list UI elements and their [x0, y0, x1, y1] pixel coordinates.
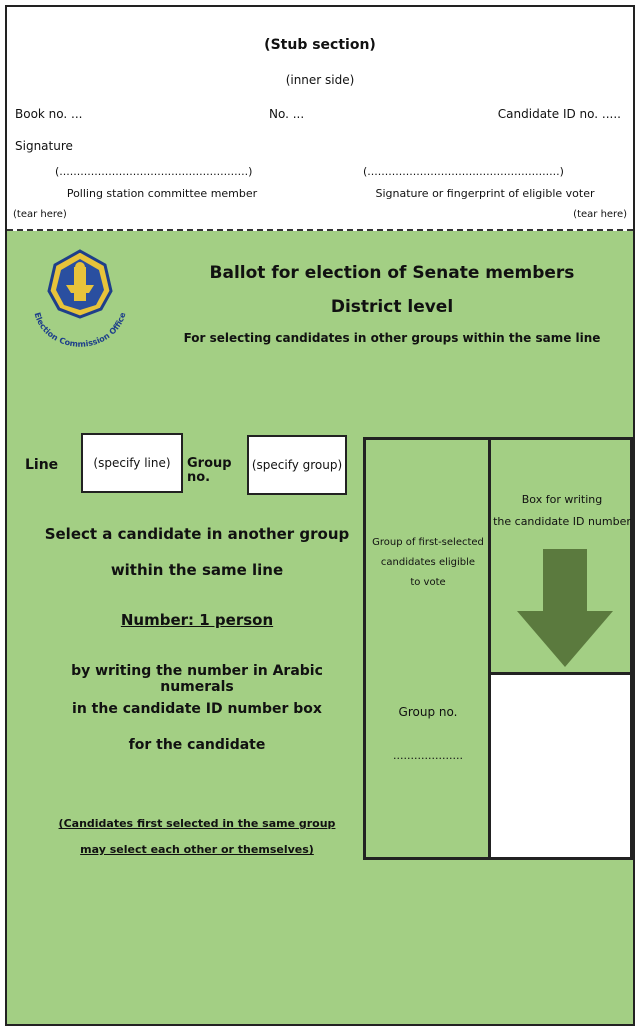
note-line-1: (Candidates first selected in the same g… — [58, 817, 336, 830]
instruction-count: Number: 1 person — [120, 611, 274, 629]
group-placeholder: (specify group) — [251, 458, 343, 472]
middle-group-label: Group no. — [398, 705, 458, 719]
note-line-2: may select each other or themselves) — [80, 843, 314, 856]
ballot-page: (Stub section) (inner side) Book no. ...… — [5, 5, 635, 1026]
line-field[interactable]: (specify line) — [81, 433, 183, 493]
stub-signature-line-right: (.......................................… — [363, 165, 564, 178]
instruction-line-3: by writing the number in Arabic numerals — [71, 663, 323, 695]
grid-divider-horizontal — [488, 672, 633, 675]
right-column-line-1: Box for writing — [521, 493, 603, 506]
election-commission-logo: Election Commission Office — [21, 245, 139, 353]
stub-number: No. ... — [269, 107, 305, 121]
ballot-subtitle: For selecting candidates in other groups… — [183, 331, 601, 345]
group-label: Group no. — [187, 456, 232, 485]
ballot-stub: (Stub section) (inner side) Book no. ...… — [7, 7, 633, 229]
instruction-line-4: in the candidate ID number box — [72, 701, 322, 717]
middle-column-line-3: to vote — [410, 577, 446, 588]
instruction-line-1: Select a candidate in another group — [44, 525, 350, 543]
tear-line — [7, 229, 633, 231]
middle-column-line-1: Group of first-selected — [372, 537, 484, 548]
stub-subtitle: (inner side) — [285, 73, 355, 87]
grid-divider-vertical — [488, 437, 491, 860]
stub-caption-right: Signature or fingerprint of eligible vot… — [375, 187, 595, 200]
group-field[interactable]: (specify group) — [247, 435, 347, 495]
stub-title: (Stub section) — [264, 37, 376, 53]
arrow-down-icon — [517, 549, 613, 667]
vote-grid — [363, 437, 633, 860]
ballot-body: Election Commission Office Ballot for el… — [7, 231, 633, 1024]
middle-column-line-2: candidates eligible — [380, 557, 476, 568]
stub-caption-left: Polling station committee member — [66, 187, 258, 200]
stub-book-no: Book no. ... — [15, 107, 83, 121]
middle-group-blank: .................... — [393, 749, 463, 762]
stub-perforation-right: (tear here) — [573, 209, 627, 220]
stub-perforation-left: (tear here) — [13, 209, 67, 220]
stub-candidate-id: Candidate ID no. ..... — [497, 107, 621, 121]
candidate-number-input-box[interactable] — [491, 675, 630, 857]
line-placeholder: (specify line) — [93, 456, 171, 470]
instruction-line-2: within the same line — [110, 561, 284, 579]
instruction-line-5: for the candidate — [128, 737, 266, 753]
stub-signature-line-left: (.......................................… — [55, 165, 253, 178]
ballot-title: Ballot for election of Senate members — [209, 263, 575, 283]
right-column-line-2: the candidate ID number — [493, 515, 631, 528]
ballot-level: District level — [330, 297, 454, 317]
line-label: Line — [25, 457, 59, 473]
stub-sign-label: Signature — [15, 139, 73, 153]
